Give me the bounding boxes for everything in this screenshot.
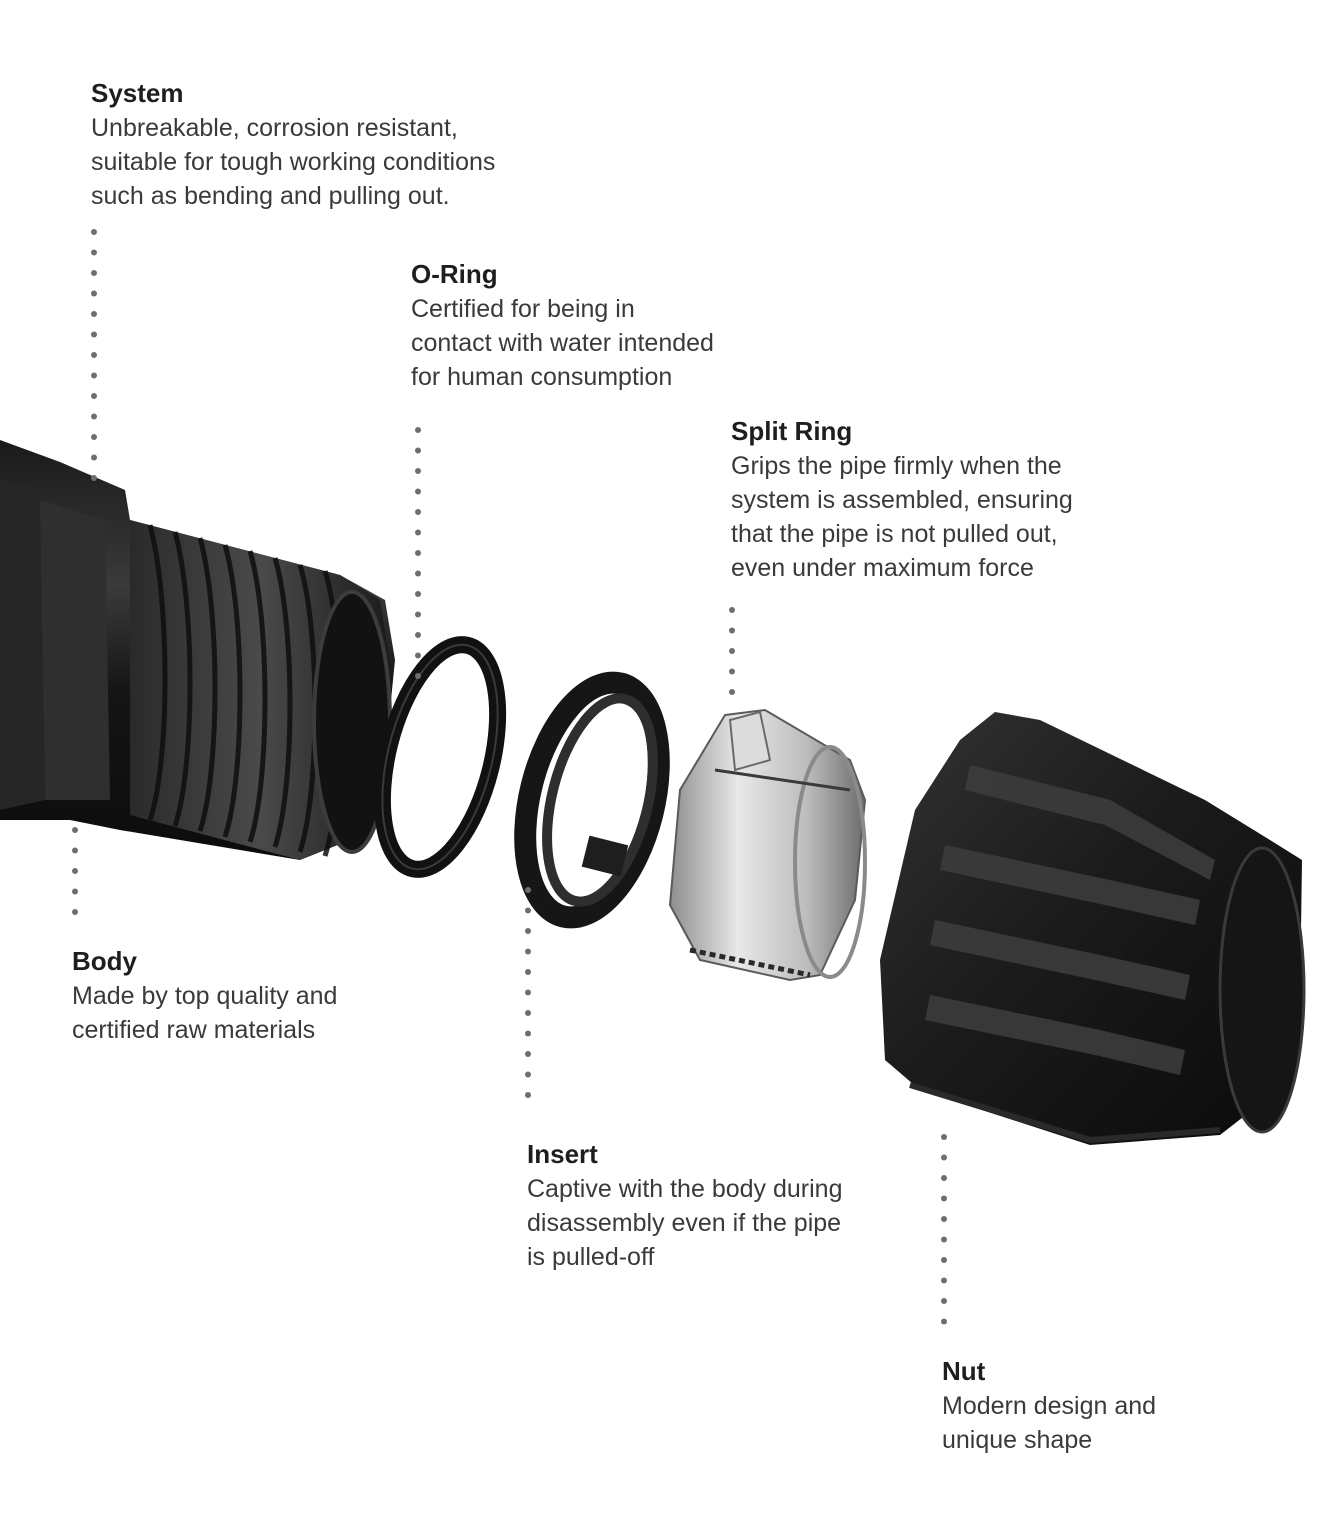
leader-splitring bbox=[729, 607, 735, 695]
leader-dot bbox=[91, 249, 97, 256]
leader-dot bbox=[72, 827, 78, 833]
leader-dot bbox=[72, 847, 78, 854]
leader-dot bbox=[525, 1010, 531, 1016]
leader-dot bbox=[729, 648, 735, 654]
callout-title: Nut bbox=[942, 1356, 986, 1386]
callout-title: Body bbox=[72, 946, 137, 976]
leader-dot bbox=[415, 529, 421, 536]
leader-dot bbox=[91, 372, 97, 379]
leader-dot bbox=[415, 427, 421, 433]
leader-dot bbox=[91, 352, 97, 358]
leader-dot bbox=[91, 290, 97, 297]
callout-title: Split Ring bbox=[731, 416, 853, 446]
leader-dot bbox=[72, 868, 78, 874]
leader-dot bbox=[941, 1277, 947, 1284]
leader-dot bbox=[525, 907, 531, 914]
nut-part bbox=[880, 712, 1306, 1145]
leader-dot bbox=[941, 1298, 947, 1304]
callout-text: Captive with the body during disassembly… bbox=[527, 1175, 843, 1271]
body-part bbox=[0, 440, 395, 860]
leader-dot bbox=[525, 989, 531, 996]
leader-dot bbox=[72, 888, 78, 895]
leader-dot bbox=[525, 1051, 531, 1057]
leader-insert bbox=[525, 887, 531, 1098]
leader-dot bbox=[941, 1236, 947, 1243]
callout-text: Grips the pipe firmly when the system is… bbox=[731, 452, 1073, 582]
callout-o-ring: O-Ring Certified for being in contact wi… bbox=[411, 258, 714, 394]
leader-dot bbox=[72, 909, 78, 915]
callout-insert: Insert Captive with the body during disa… bbox=[527, 1138, 842, 1274]
leader-dot bbox=[91, 475, 97, 481]
leader-dot bbox=[729, 689, 735, 695]
leader-dot bbox=[941, 1134, 947, 1140]
leader-dot bbox=[525, 887, 531, 893]
leader-dot bbox=[415, 570, 421, 577]
leader-dot bbox=[415, 652, 421, 659]
leader-dot bbox=[415, 673, 421, 679]
leader-dot bbox=[525, 948, 531, 955]
leader-dot bbox=[729, 607, 735, 613]
leader-dot bbox=[415, 550, 421, 556]
leader-dot bbox=[941, 1175, 947, 1181]
leader-nut bbox=[941, 1134, 947, 1325]
leader-dot bbox=[91, 331, 97, 338]
leader-dot bbox=[941, 1257, 947, 1263]
leader-dot bbox=[415, 632, 421, 638]
leader-dot bbox=[91, 270, 97, 276]
o-ring-part bbox=[373, 636, 507, 878]
leader-dot bbox=[525, 1030, 531, 1037]
leader-dot bbox=[525, 1071, 531, 1078]
leader-system bbox=[91, 229, 97, 481]
leader-dot bbox=[91, 229, 97, 235]
leader-dot bbox=[941, 1318, 947, 1325]
leader-dot bbox=[415, 488, 421, 495]
leader-lines bbox=[72, 229, 947, 1325]
callout-title: O-Ring bbox=[411, 259, 498, 289]
leader-dot bbox=[91, 393, 97, 399]
leader-dot bbox=[525, 928, 531, 934]
callout-text: Made by top quality and certified raw ma… bbox=[72, 982, 338, 1044]
callout-split-ring: Split Ring Grips the pipe firmly when th… bbox=[731, 415, 1073, 585]
callout-body: Body Made by top quality and certified r… bbox=[72, 945, 337, 1047]
leader-dot bbox=[91, 311, 97, 317]
leader-dot bbox=[415, 447, 421, 454]
callout-title: Insert bbox=[527, 1139, 598, 1169]
leader-dot bbox=[941, 1216, 947, 1222]
leader-dot bbox=[729, 627, 735, 634]
split-ring-part bbox=[668, 708, 867, 982]
leader-dot bbox=[91, 454, 97, 461]
leader-body bbox=[72, 827, 78, 915]
callout-text: Unbreakable, corrosion resistant, suitab… bbox=[91, 114, 496, 210]
leader-oring bbox=[415, 427, 421, 679]
leader-dot bbox=[415, 611, 421, 618]
leader-dot bbox=[415, 509, 421, 515]
leader-dot bbox=[415, 468, 421, 474]
leader-dot bbox=[91, 413, 97, 420]
leader-dot bbox=[91, 434, 97, 440]
leader-dot bbox=[941, 1195, 947, 1202]
callout-nut: Nut Modern design and unique shape bbox=[942, 1355, 1156, 1457]
callout-system: System Unbreakable, corrosion resistant,… bbox=[91, 77, 495, 213]
callout-text: Certified for being in contact with wate… bbox=[411, 295, 714, 391]
leader-dot bbox=[415, 591, 421, 597]
insert-part bbox=[514, 671, 670, 929]
leader-dot bbox=[941, 1154, 947, 1161]
callout-title: System bbox=[91, 78, 184, 108]
leader-dot bbox=[525, 1092, 531, 1098]
leader-dot bbox=[525, 969, 531, 975]
leader-dot bbox=[729, 668, 735, 675]
callout-text: Modern design and unique shape bbox=[942, 1392, 1157, 1454]
